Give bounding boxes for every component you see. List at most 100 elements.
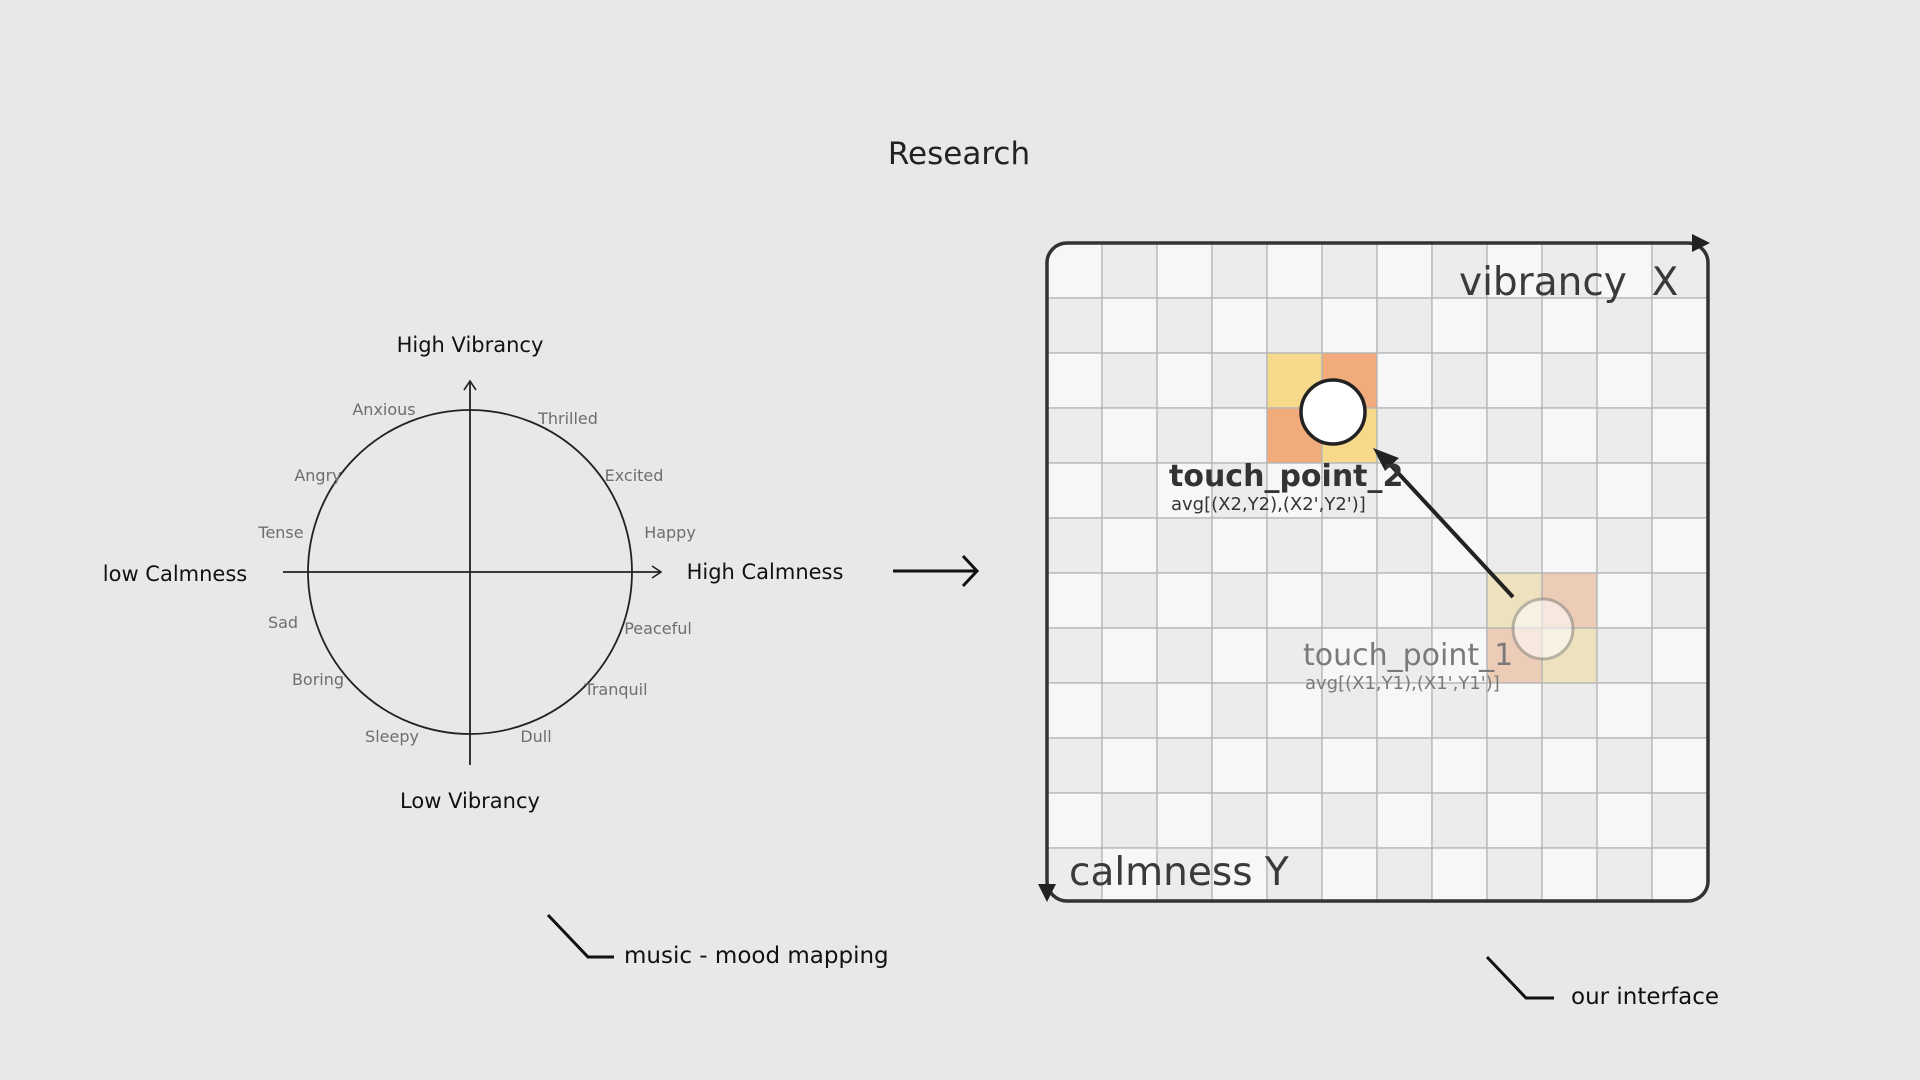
grid-cell[interactable] [1101,297,1158,354]
grid-cell[interactable] [1266,572,1323,629]
grid-cell[interactable] [1321,517,1378,574]
grid-cell[interactable] [1541,462,1598,519]
grid-cell[interactable] [1047,462,1103,519]
grid-cell[interactable] [1101,462,1158,519]
grid-cell[interactable] [1101,572,1158,629]
grid-cell[interactable] [1541,682,1598,739]
grid-cell[interactable] [1101,792,1158,849]
grid-cell[interactable] [1651,407,1708,464]
grid-cell[interactable] [1321,462,1378,519]
grid-cell[interactable] [1156,627,1213,684]
grid-cell[interactable] [1541,737,1598,794]
grid-cell[interactable] [1596,517,1653,574]
grid-cell[interactable] [1376,792,1433,849]
grid-cell[interactable] [1651,682,1708,739]
grid-cell[interactable] [1211,517,1268,574]
grid-cell[interactable] [1047,243,1103,299]
grid-cell[interactable] [1376,737,1433,794]
touch-point-1-circle[interactable] [1511,597,1575,661]
grid-cell[interactable] [1486,407,1543,464]
grid-cell[interactable] [1541,792,1598,849]
grid-cell[interactable] [1266,517,1323,574]
grid-cell[interactable] [1596,627,1653,684]
grid-cell[interactable] [1211,352,1268,409]
grid-cell[interactable] [1651,792,1708,849]
grid-cell[interactable] [1101,352,1158,409]
grid-cell[interactable] [1211,627,1268,684]
grid-cell[interactable] [1486,792,1543,849]
grid-cell[interactable] [1211,737,1268,794]
grid-cell[interactable] [1376,297,1433,354]
grid-cell[interactable] [1541,297,1598,354]
grid-cell[interactable] [1266,243,1323,299]
grid-cell[interactable] [1321,847,1378,903]
grid-cell[interactable] [1596,407,1653,464]
touch-point-2[interactable] [1299,378,1367,446]
grid-cell[interactable] [1486,297,1543,354]
grid-cell[interactable] [1431,572,1488,629]
grid-cell[interactable] [1211,462,1268,519]
grid-cell[interactable] [1486,737,1543,794]
grid-cell[interactable] [1047,792,1103,849]
grid-cell[interactable] [1431,352,1488,409]
grid-cell[interactable] [1596,297,1653,354]
grid-cell[interactable] [1156,572,1213,629]
grid-cell[interactable] [1486,352,1543,409]
grid-cell[interactable] [1431,737,1488,794]
grid-cell[interactable] [1101,737,1158,794]
grid-cell[interactable] [1266,627,1323,684]
grid-cell[interactable] [1651,847,1708,903]
grid-cell[interactable] [1211,847,1268,903]
grid-cell[interactable] [1101,243,1158,299]
grid-cell[interactable] [1541,407,1598,464]
grid-cell[interactable] [1596,737,1653,794]
grid-cell[interactable] [1376,627,1433,684]
grid-cell[interactable] [1047,627,1103,684]
grid-cell[interactable] [1156,352,1213,409]
grid-cell[interactable] [1321,627,1378,684]
grid-cell[interactable] [1321,792,1378,849]
grid-cell[interactable] [1101,627,1158,684]
grid-cell[interactable] [1376,682,1433,739]
grid-cell[interactable] [1486,682,1543,739]
grid-cell[interactable] [1211,792,1268,849]
grid-cell[interactable] [1651,737,1708,794]
grid-cell[interactable] [1266,792,1323,849]
grid-cell[interactable] [1486,462,1543,519]
grid-cell[interactable] [1541,517,1598,574]
grid-cell[interactable] [1596,847,1653,903]
grid-cell[interactable] [1156,243,1213,299]
grid-cell[interactable] [1486,517,1543,574]
grid-cell[interactable] [1541,847,1598,903]
grid-cell[interactable] [1651,572,1708,629]
grid-cell[interactable] [1321,737,1378,794]
grid-cell[interactable] [1651,517,1708,574]
grid-cell[interactable] [1101,407,1158,464]
grid-cell[interactable] [1156,847,1213,903]
grid-cell[interactable] [1651,352,1708,409]
grid-cell[interactable] [1486,847,1543,903]
grid-cell[interactable] [1431,407,1488,464]
grid-cell[interactable] [1651,627,1708,684]
grid-cell[interactable] [1596,572,1653,629]
grid-cell[interactable] [1047,517,1103,574]
grid-cell[interactable] [1596,682,1653,739]
grid-cell[interactable] [1431,462,1488,519]
grid-cell[interactable] [1321,572,1378,629]
grid-cell[interactable] [1651,297,1708,354]
grid-cell[interactable] [1596,462,1653,519]
grid-cell[interactable] [1376,517,1433,574]
grid-cell[interactable] [1047,297,1103,354]
grid-cell[interactable] [1156,297,1213,354]
grid-cell[interactable] [1211,682,1268,739]
grid-cell[interactable] [1156,792,1213,849]
grid-cell[interactable] [1211,297,1268,354]
grid-cell[interactable] [1651,462,1708,519]
grid-cell[interactable] [1596,352,1653,409]
grid-cell[interactable] [1156,517,1213,574]
grid-cell[interactable] [1541,352,1598,409]
grid-cell[interactable] [1101,517,1158,574]
grid-cell[interactable] [1376,352,1433,409]
grid-cell[interactable] [1376,847,1433,903]
grid-cell[interactable] [1156,737,1213,794]
